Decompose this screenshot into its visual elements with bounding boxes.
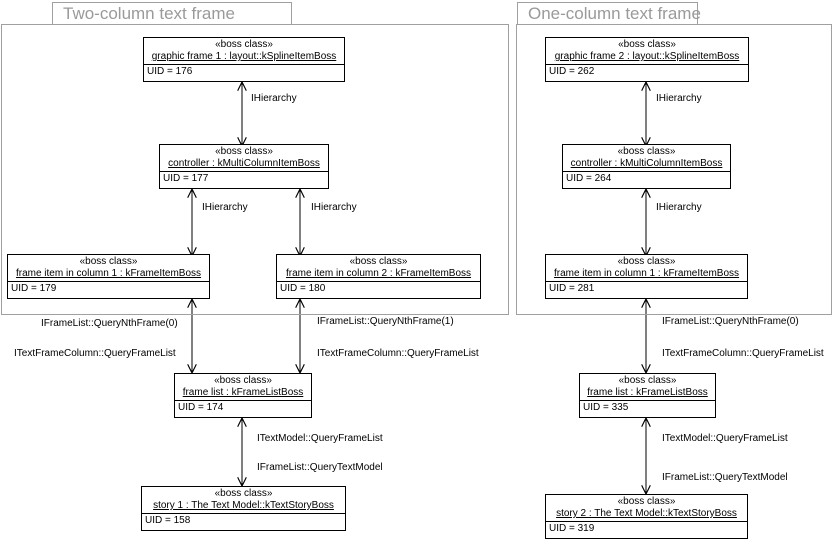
- class-uid: UID = 179: [11, 283, 57, 294]
- class-uid: UID = 180: [280, 283, 326, 294]
- one-column-frame-title: One-column text frame: [517, 2, 701, 25]
- stereotype-label: «boss class»: [215, 39, 273, 50]
- label-ihierarchy-gf1: IHierarchy: [251, 93, 297, 104]
- class-uid: UID = 176: [147, 66, 193, 77]
- label-ihierarchy-col2: IHierarchy: [311, 202, 357, 213]
- class-uid: UID = 319: [549, 523, 595, 534]
- class-name: frame item in column 1 : kFrameItemBoss: [15, 268, 202, 279]
- label-query-frame-list-model-right: ITextModel::QueryFrameList: [662, 433, 788, 444]
- class-name: graphic frame 2 : layout::kSplineItemBos…: [554, 51, 740, 62]
- boss-controller-2: «boss class» controller : kMultiColumnIt…: [562, 144, 731, 189]
- stereotype-label: «boss class»: [349, 256, 408, 267]
- class-uid: UID = 262: [549, 66, 595, 77]
- stereotype-label: «boss class»: [215, 146, 273, 157]
- label-query-nth-frame-1: IFrameList::QueryNthFrame(1): [317, 316, 454, 327]
- boss-story-1: «boss class» story 1 : The Text Model::k…: [141, 486, 346, 531]
- label-query-nth-frame-0-right: IFrameList::QueryNthFrame(0): [662, 316, 799, 327]
- stereotype-label: «boss class»: [617, 256, 676, 267]
- class-name: frame list : kFrameListBoss: [587, 387, 708, 398]
- class-uid: UID = 174: [178, 402, 224, 413]
- label-ihierarchy-ctrl2: IHierarchy: [656, 202, 702, 213]
- stereotype-label: «boss class»: [618, 375, 677, 386]
- two-column-frame-title: Two-column text frame: [52, 2, 292, 25]
- class-name: frame item in column 1 : kFrameItemBoss: [553, 268, 740, 279]
- class-uid: UID = 281: [549, 283, 595, 294]
- stereotype-label: «boss class»: [79, 256, 138, 267]
- label-query-frame-list-model-left: ITextModel::QueryFrameList: [257, 433, 383, 444]
- label-ihierarchy-gf2: IHierarchy: [656, 93, 702, 104]
- boss-graphic-frame-1: «boss class» graphic frame 1 : layout::k…: [143, 37, 345, 82]
- class-uid: UID = 264: [566, 173, 612, 184]
- label-query-frame-list-col-right: ITextFrameColumn::QueryFrameList: [662, 348, 824, 359]
- class-uid: UID = 335: [583, 402, 629, 413]
- label-query-frame-list-col-mid: ITextFrameColumn::QueryFrameList: [317, 348, 479, 359]
- class-name: graphic frame 1 : layout::kSplineItemBos…: [151, 51, 337, 62]
- class-name: controller : kMultiColumnItemBoss: [168, 158, 320, 169]
- boss-frame-list-1: «boss class» frame list : kFrameListBoss…: [174, 373, 312, 418]
- boss-story-2: «boss class» story 2 : The Text Model::k…: [545, 494, 748, 539]
- class-name: story 1 : The Text Model::kTextStoryBoss: [153, 500, 334, 511]
- class-uid: UID = 177: [163, 173, 209, 184]
- label-query-text-model-right: IFrameList::QueryTextModel: [662, 472, 788, 483]
- label-query-frame-list-col-left: ITextFrameColumn::QueryFrameList: [14, 348, 176, 359]
- stereotype-label: «boss class»: [617, 496, 676, 507]
- label-query-nth-frame-0-left: IFrameList::QueryNthFrame(0): [41, 318, 178, 329]
- class-name: frame list : kFrameListBoss: [182, 387, 304, 398]
- boss-frame-item-column-2: «boss class» frame item in column 2 : kF…: [276, 254, 481, 299]
- boss-frame-item-column-1-right: «boss class» frame item in column 1 : kF…: [545, 254, 748, 299]
- class-uid: UID = 158: [145, 515, 191, 526]
- stereotype-label: «boss class»: [617, 146, 676, 157]
- stereotype-label: «boss class»: [214, 488, 273, 499]
- class-name: controller : kMultiColumnItemBoss: [570, 158, 723, 169]
- stereotype-label: «boss class»: [214, 375, 272, 386]
- class-name: frame item in column 2 : kFrameItemBoss: [285, 268, 472, 279]
- boss-controller-1: «boss class» controller : kMultiColumnIt…: [159, 144, 329, 189]
- class-name: story 2 : The Text Model::kTextStoryBoss: [556, 508, 737, 519]
- boss-frame-list-2: «boss class» frame list : kFrameListBoss…: [579, 373, 716, 418]
- stereotype-label: «boss class»: [618, 39, 676, 50]
- boss-graphic-frame-2: «boss class» graphic frame 2 : layout::k…: [545, 37, 749, 82]
- label-query-text-model-left: IFrameList::QueryTextModel: [257, 462, 383, 473]
- label-ihierarchy-col1: IHierarchy: [202, 202, 248, 213]
- boss-frame-item-column-1-left: «boss class» frame item in column 1 : kF…: [7, 254, 210, 299]
